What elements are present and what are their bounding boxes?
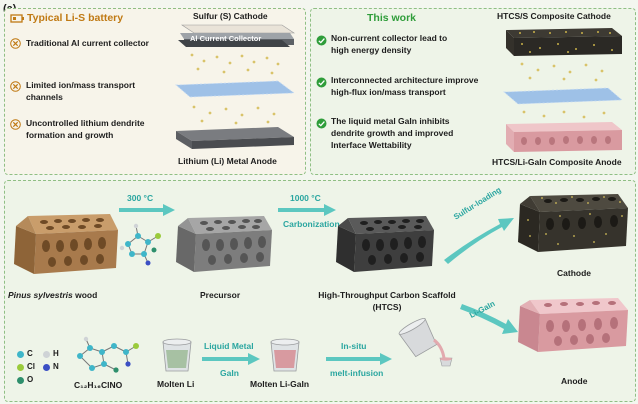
insitu-label: In-situ xyxy=(341,341,367,351)
step2-temperature: 1000 °C xyxy=(290,193,321,203)
legend-swatch xyxy=(17,377,24,384)
htcs-cathode-label: HTCS/S Composite Cathode xyxy=(497,11,611,21)
battery-icon xyxy=(10,14,24,23)
step1-temperature: 300 °C xyxy=(127,193,154,203)
check-icon xyxy=(316,35,327,46)
typical-battery-illustration xyxy=(174,24,296,149)
liquid-metal-label: Liquid Metal xyxy=(204,341,254,351)
anode-block-illustration xyxy=(518,298,628,352)
wood-label: Pinus sylvestris wood xyxy=(8,290,97,300)
right-bullet-3: The liquid metal GaIn inhibits dendrite … xyxy=(331,116,454,150)
left-panel-title: Typical Li-S battery xyxy=(27,12,124,24)
anode-label: Anode xyxy=(561,376,588,386)
molten-li-crucible xyxy=(162,338,192,372)
right-panel-title: This work xyxy=(367,12,417,24)
wood-block-illustration xyxy=(14,214,118,274)
x-mark-icon xyxy=(10,38,21,49)
htcs-anode-label: HTCS/Li-GaIn Composite Anode xyxy=(492,157,622,167)
x-mark-icon xyxy=(10,81,21,92)
htcs-label-line1: High-Throughput Carbon Scaffold xyxy=(318,290,456,300)
legend-swatch xyxy=(17,364,24,371)
left-bullet-3: Uncontrolled lithium dendrite formation … xyxy=(26,118,145,140)
this-work-battery-illustration xyxy=(502,28,624,152)
insitu-arrow xyxy=(326,353,392,365)
right-bullet-2: Interconnected architecture improve high… xyxy=(331,75,479,97)
x-mark-icon xyxy=(10,119,21,130)
pouring-crucible-illustration xyxy=(398,318,453,367)
left-bullet-2: Limited ion/mass transport channels xyxy=(26,80,136,102)
molecular-formula: C₁₂H₁₆ClNO xyxy=(74,380,123,390)
molten-ligain-crucible xyxy=(270,338,300,372)
al-collector-label: Al Current Collector xyxy=(190,34,262,43)
legend-n: N xyxy=(53,362,59,371)
legend-o: O xyxy=(27,375,34,384)
wood-label-rest: wood xyxy=(72,290,98,300)
liquid-metal-arrow xyxy=(202,353,260,365)
li-anode-label: Lithium (Li) Metal Anode xyxy=(178,156,277,166)
gain-label: GaIn xyxy=(220,368,239,378)
cathode-block-illustration xyxy=(518,194,628,252)
molten-li-label: Molten Li xyxy=(157,379,195,389)
left-bullet-1: Traditional Al current collector xyxy=(26,38,149,48)
step2-name: Carbonization xyxy=(283,219,340,229)
check-icon xyxy=(316,118,327,129)
legend-swatch xyxy=(43,351,50,358)
molten-ligain-label: Molten Li-GaIn xyxy=(250,379,310,389)
legend-swatch xyxy=(43,364,50,371)
legend-cl: Cl xyxy=(27,362,35,371)
process-arrow-1 xyxy=(119,204,175,216)
sulfur-cathode-label: Sulfur (S) Cathode xyxy=(193,11,268,21)
legend-h: H xyxy=(53,349,59,358)
sulfur-loading-arrow xyxy=(444,218,514,264)
cathode-label: Cathode xyxy=(557,268,591,278)
li-gain-arrow xyxy=(460,304,518,334)
htcs-block-illustration xyxy=(336,216,434,272)
right-bullet-1: Non-current collector lead to high energ… xyxy=(331,33,448,55)
structure-molecule-illustration xyxy=(77,336,139,373)
wood-label-italic: Pinus sylvestris xyxy=(8,290,73,300)
htcs-label-line2: (HTCS) xyxy=(372,302,402,312)
check-icon xyxy=(316,77,327,88)
melt-infusion-label: melt-infusion xyxy=(330,368,384,378)
molecule-illustration xyxy=(119,223,161,266)
legend-c: C xyxy=(27,349,33,358)
legend-swatch xyxy=(17,351,24,358)
precursor-label: Precursor xyxy=(200,290,241,300)
precursor-block-illustration xyxy=(176,216,272,272)
process-arrow-2 xyxy=(278,204,336,216)
